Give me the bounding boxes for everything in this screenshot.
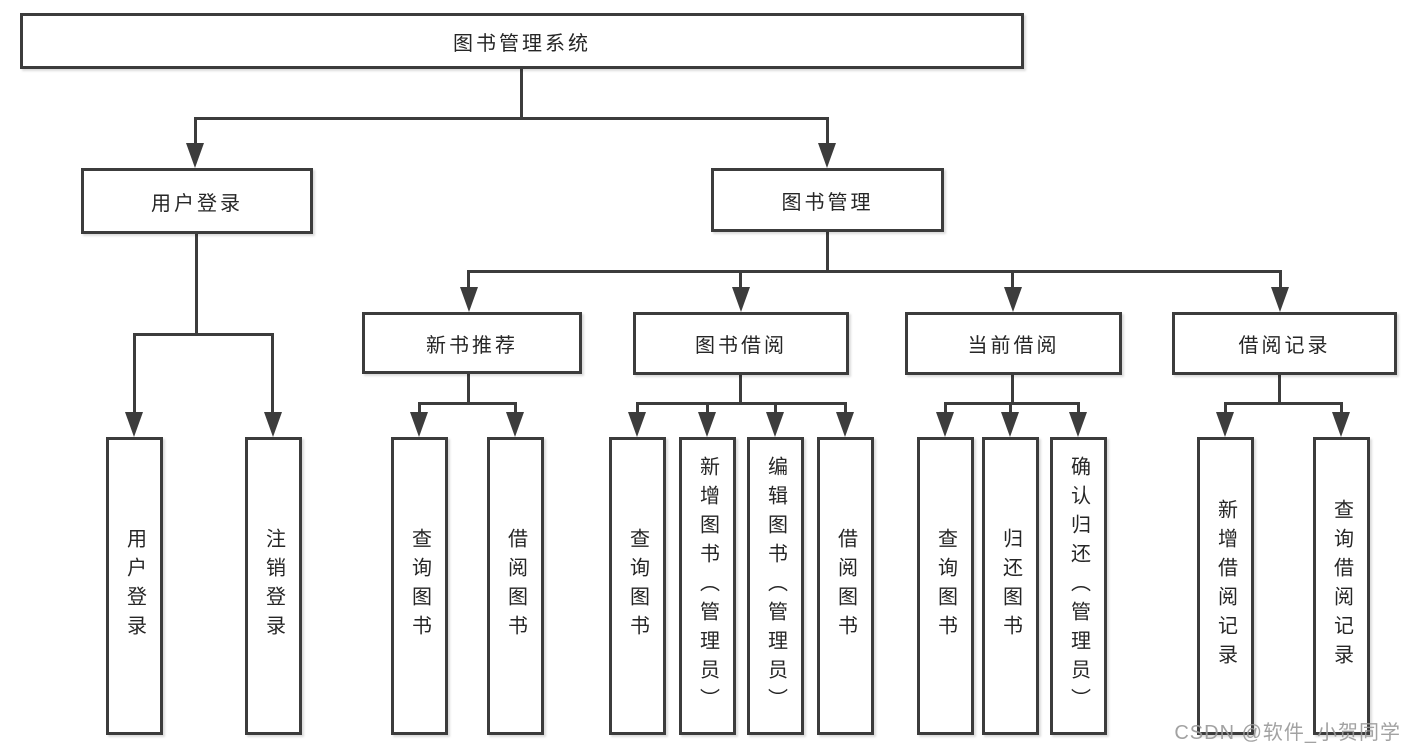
connector-line — [774, 402, 777, 414]
arrow-down-icon — [936, 412, 954, 437]
leaf-borrow-books-borrowing: 借阅图书 — [817, 437, 874, 735]
connector-line — [133, 333, 274, 336]
arrow-down-icon — [1004, 287, 1022, 312]
connector-line — [1011, 270, 1014, 289]
connector-line — [467, 270, 470, 289]
leaf-label: 新增借阅记录 — [1214, 499, 1237, 673]
connector-line — [844, 402, 847, 414]
leaf-label: 查询图书 — [408, 528, 431, 644]
leaf-label: 借阅图书 — [504, 528, 527, 644]
leaf-label: 归还图书 — [999, 528, 1022, 644]
node-label: 图书管理系统 — [453, 32, 591, 55]
leaf-label: 查询图书 — [626, 528, 649, 644]
node-book-borrowing: 图书借阅 — [633, 312, 849, 375]
arrow-down-icon — [836, 412, 854, 437]
connector-line — [418, 402, 421, 414]
arrow-down-icon — [125, 412, 143, 437]
connector-line — [195, 234, 198, 335]
connector-line — [418, 402, 517, 405]
node-label: 图书管理 — [781, 191, 874, 214]
connector-line — [739, 270, 742, 289]
connector-line — [520, 69, 523, 119]
arrow-down-icon — [410, 412, 428, 437]
leaf-confirm-return-admin: 确认归还（管理员） — [1050, 437, 1107, 735]
connector-line — [1011, 375, 1014, 404]
connector-line — [467, 270, 1282, 273]
node-library-management-system: 图书管理系统 — [20, 13, 1024, 69]
leaf-query-books-current: 查询图书 — [917, 437, 974, 735]
leaf-label: 新增图书（管理员） — [696, 455, 719, 717]
node-label: 图书借阅 — [695, 335, 787, 357]
leaf-label: 借阅图书 — [834, 528, 857, 644]
connector-line — [514, 402, 517, 414]
connector-line — [194, 117, 829, 120]
connector-line — [1077, 402, 1080, 414]
leaf-add-borrow-record: 新增借阅记录 — [1197, 437, 1254, 735]
node-new-book-recommendation: 新书推荐 — [362, 312, 582, 374]
node-label: 新书推荐 — [426, 334, 518, 357]
leaf-label: 查询借阅记录 — [1330, 499, 1353, 673]
connector-line — [1279, 270, 1282, 289]
node-user-login: 用户登录 — [81, 168, 313, 234]
connector-line — [944, 402, 1080, 405]
arrow-down-icon — [1271, 287, 1289, 312]
connector-line — [271, 333, 274, 414]
arrow-down-icon — [732, 287, 750, 312]
connector-line — [826, 232, 829, 273]
connector-line — [1340, 402, 1343, 414]
connector-line — [1278, 375, 1281, 404]
node-current-borrowing: 当前借阅 — [905, 312, 1122, 375]
leaf-query-books-borrowing: 查询图书 — [609, 437, 666, 735]
leaf-label: 确认归还（管理员） — [1067, 455, 1090, 717]
leaf-add-books-admin: 新增图书（管理员） — [679, 437, 736, 735]
connector-line — [826, 117, 829, 146]
connector-line — [1224, 402, 1343, 405]
node-label: 用户登录 — [151, 192, 243, 215]
node-borrowing-records: 借阅记录 — [1172, 312, 1397, 375]
arrow-down-icon — [460, 287, 478, 312]
leaf-label: 注销登录 — [262, 528, 285, 644]
watermark-csdn: CSDN @软件_小贺同学 — [1174, 722, 1401, 744]
connector-line — [739, 375, 742, 404]
arrow-down-icon — [1216, 412, 1234, 437]
connector-line — [1224, 402, 1227, 414]
arrow-down-icon — [506, 412, 524, 437]
leaf-label: 编辑图书（管理员） — [764, 455, 787, 717]
leaf-label: 查询图书 — [934, 528, 957, 644]
arrow-down-icon — [1069, 412, 1087, 437]
connector-line — [706, 402, 709, 414]
leaf-user-login: 用户登录 — [106, 437, 163, 735]
arrow-down-icon — [698, 412, 716, 437]
connector-line — [636, 402, 639, 414]
arrow-down-icon — [628, 412, 646, 437]
connector-line — [636, 402, 847, 405]
arrow-down-icon — [1001, 412, 1019, 437]
node-label: 借阅记录 — [1238, 335, 1331, 357]
leaf-edit-books-admin: 编辑图书（管理员） — [747, 437, 804, 735]
leaf-borrow-books-recommend: 借阅图书 — [487, 437, 544, 735]
leaf-label: 用户登录 — [123, 528, 146, 644]
leaf-return-books: 归还图书 — [982, 437, 1039, 735]
connector-line — [194, 117, 197, 146]
arrow-down-icon — [818, 143, 836, 168]
arrow-down-icon — [766, 412, 784, 437]
arrow-down-icon — [1332, 412, 1350, 437]
leaf-logout: 注销登录 — [245, 437, 302, 735]
connector-line — [1009, 402, 1012, 414]
arrow-down-icon — [264, 412, 282, 437]
connector-line — [944, 402, 947, 414]
connector-line — [133, 333, 136, 414]
arrow-down-icon — [186, 143, 204, 168]
connector-line — [467, 374, 470, 404]
leaf-query-books-recommend: 查询图书 — [391, 437, 448, 735]
leaf-query-borrow-record: 查询借阅记录 — [1313, 437, 1370, 735]
node-book-management: 图书管理 — [711, 168, 944, 232]
node-label: 当前借阅 — [967, 335, 1060, 357]
